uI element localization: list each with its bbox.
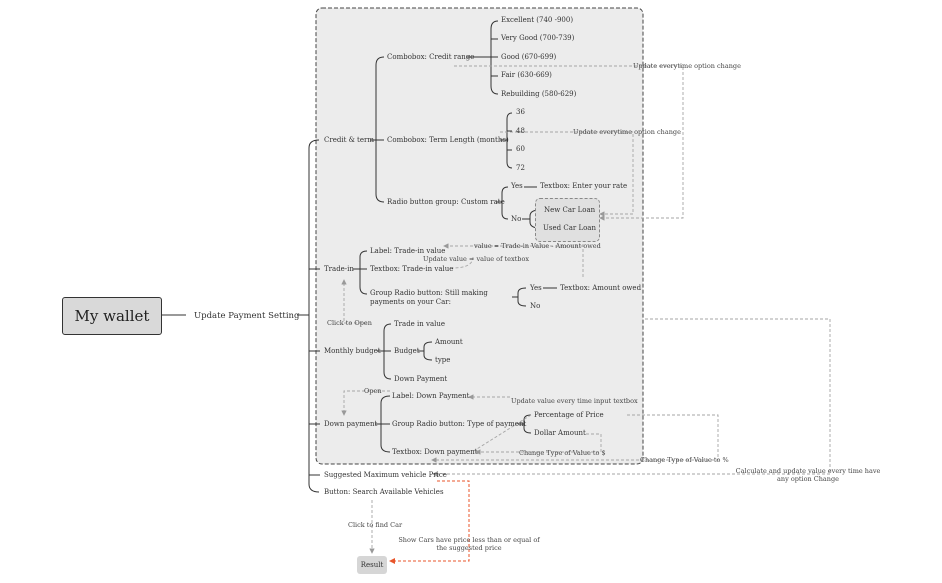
note-change-type-percent: Change Type of Value to % [640,456,729,464]
section-monthly-budget: Monthly budget [324,347,381,355]
radio-custom-rate: Radio button group: Custom rate [387,198,505,206]
budget-amount: Amount [435,338,463,346]
credit-option-fair: Fair (630-669) [501,71,552,79]
payments-yes: Yes [530,284,542,292]
budget-trade-in-value: Trade in value [394,320,446,328]
credit-option-very-good: Very Good (700-739) [501,34,575,42]
note-calculate-update: Calculate and update value every time ha… [735,467,881,483]
note-change-type-dollar: Change Type of Value to $ [519,449,606,457]
term-option-72: 72 [516,164,525,172]
note-open: Open [364,387,382,395]
combobox-credit-range: Combobox: Credit range [387,53,475,61]
term-option-48: 48 [516,127,525,135]
label-down-payment: Label: Down Payment [392,392,470,400]
term-option-36: 36 [516,108,525,116]
term-option-60: 60 [516,145,525,153]
credit-option-rebuilding: Rebuilding (580-629) [501,90,577,98]
result-node: Result [357,556,387,574]
credit-option-excellent: Excellent (740 -900) [501,16,574,24]
section-down-payment: Down payment [324,420,378,428]
textbox-down-payment: Textbox: Down payment [392,448,478,456]
payment-percentage: Percentage of Price [534,411,604,419]
update-payment-setting-label: Update Payment Setting [194,311,300,321]
used-car-loan: Used Car Loan [543,224,596,232]
note-update-option-change-1: Update everytime option change [633,62,741,70]
root-node-my-wallet: My wallet [62,297,162,335]
new-car-loan: New Car Loan [544,206,596,214]
note-click-to-open: Click to Open [327,319,372,327]
radio-type-of-payment: Group Radio button: Type of payment [392,420,527,428]
textbox-enter-rate: Textbox: Enter your rate [540,182,628,190]
note-update-option-change-2: Update everytime option change [573,128,681,136]
loan-type-group [535,198,600,242]
payment-dollar: Dollar Amount [534,429,586,437]
textbox-amount-owed: Textbox: Amount owed [560,284,642,292]
note-update-every-input: Update value every time input textbox [511,397,638,405]
budget-down-payment: Down Payment [394,375,448,383]
credit-option-good: Good (670-699) [501,53,557,61]
note-show-cars: Show Cars have price less than or equal … [398,536,540,552]
note-update-value-textbox: Update value = value of textbox [423,255,530,263]
button-search-vehicles: Button: Search Available Vehicles [324,488,444,496]
payments-no: No [530,302,541,310]
settings-group-frame [315,7,644,465]
combobox-term-length: Combobox: Term Length (months) [387,136,509,144]
suggested-max-price: Suggested Maximum vehicle Price [324,471,447,479]
note-click-find-car: Click to find Car [348,521,403,529]
custom-rate-yes: Yes [511,182,523,190]
label-trade-in-value: Label: Trade-in value [370,247,446,255]
section-credit-term: Credit & term [324,136,374,144]
budget-node: Budget [394,347,420,355]
budget-type: type [435,356,451,364]
radio-still-making-payments: Group Radio button: Still making payment… [370,289,488,306]
section-trade-in: Trade-in [324,265,354,273]
textbox-trade-in-value: Textbox: Trade-in value [370,265,454,273]
note-value-formula: value = Trade-in Value - Amount owed [474,242,601,250]
custom-rate-no: No [511,215,522,223]
